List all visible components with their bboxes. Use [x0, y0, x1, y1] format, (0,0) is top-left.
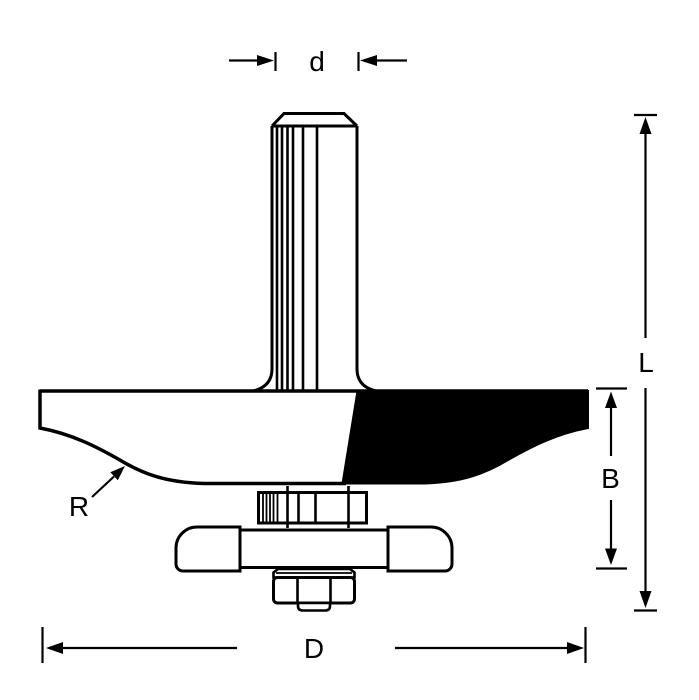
- shank-left-edge: [252, 126, 274, 393]
- arbor-nut: [272, 567, 356, 612]
- dimension-d-major: D: [41, 627, 587, 664]
- arrow-up-icon: [639, 117, 652, 134]
- cutting-wing-filled: [341, 390, 589, 485]
- shank-flute-lines: [275, 127, 319, 390]
- arrow-up-right-icon: [110, 466, 125, 481]
- arrow-up-icon: [605, 391, 617, 408]
- bearing-body: [238, 528, 390, 569]
- arrow-down-icon: [605, 548, 617, 565]
- panel-profile-outline: [38, 389, 346, 486]
- label-overall-diameter: D: [304, 633, 324, 664]
- label-cutting-height: B: [601, 463, 620, 494]
- arrow-down-icon: [639, 591, 652, 608]
- slot-cutter-body: [257, 491, 368, 525]
- bearing-assembly: [174, 525, 454, 573]
- label-profile-radius: R: [69, 491, 89, 522]
- arrow-right-icon: [567, 642, 584, 654]
- label-overall-length: L: [638, 347, 654, 378]
- arrow-right-icon: [257, 55, 274, 66]
- stud-end: [296, 601, 332, 612]
- radius-callout: R: [69, 466, 125, 522]
- shank-cap: [270, 112, 359, 128]
- backcutter-wing-left: [174, 525, 242, 573]
- arrow-left-icon: [46, 642, 63, 654]
- slot-cutter-hatch: [262, 493, 279, 523]
- radius-leader-line: [91, 475, 115, 498]
- dimension-l: L: [634, 113, 657, 612]
- backcutter-wing-right: [386, 525, 454, 573]
- hex-nut: [272, 576, 356, 605]
- slot-cutter: [257, 486, 368, 528]
- shank-right-edge: [355, 126, 377, 393]
- label-shank-diameter: d: [309, 46, 325, 77]
- arrow-left-icon: [360, 55, 377, 66]
- dimension-b: B: [596, 387, 627, 570]
- shank: [252, 112, 377, 393]
- dimension-d: d: [229, 46, 407, 77]
